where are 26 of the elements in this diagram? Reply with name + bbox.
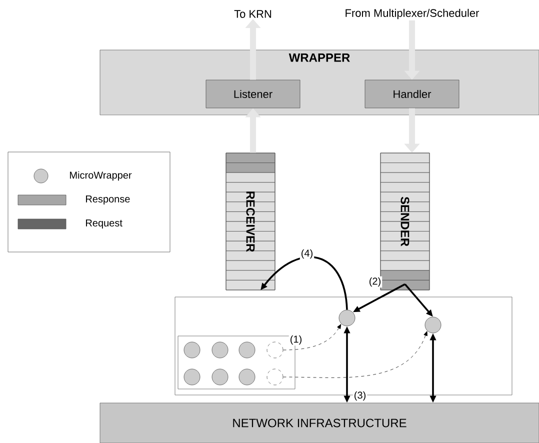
microwrapper-circle xyxy=(238,342,256,358)
arrow xyxy=(283,324,342,350)
edge-label: (4) xyxy=(300,248,314,260)
caption-text: To KRN xyxy=(234,10,272,18)
empty-slot-circle xyxy=(266,368,284,386)
handler-box: Handler xyxy=(364,80,460,108)
microwrapper-circle xyxy=(338,310,356,326)
queue-column: SENDER xyxy=(380,152,430,290)
legend-text: Request xyxy=(86,220,122,228)
edge-label: (3) xyxy=(352,390,368,402)
microwrapper-circle xyxy=(184,342,200,358)
legend-text: Response xyxy=(86,196,130,204)
legend-text: MicroWrapper xyxy=(70,171,132,181)
edge-label: (1) xyxy=(288,334,304,346)
queue-column: RECEIVER xyxy=(226,152,276,290)
listener-box: Listener xyxy=(206,80,300,108)
microwrapper-circle xyxy=(212,368,228,386)
microwrapper-circle xyxy=(424,316,442,334)
caption-text: From Multiplexer/Scheduler xyxy=(346,8,480,20)
arrow xyxy=(283,331,428,378)
microwrapper-circle xyxy=(238,368,256,386)
microwrapper-circle xyxy=(184,368,200,386)
empty-slot-circle xyxy=(266,342,284,358)
edge-label: (2) xyxy=(368,276,382,288)
network-bar: NETWORK INFRASTRUCTURE xyxy=(100,402,539,443)
microwrapper-circle xyxy=(212,342,228,358)
